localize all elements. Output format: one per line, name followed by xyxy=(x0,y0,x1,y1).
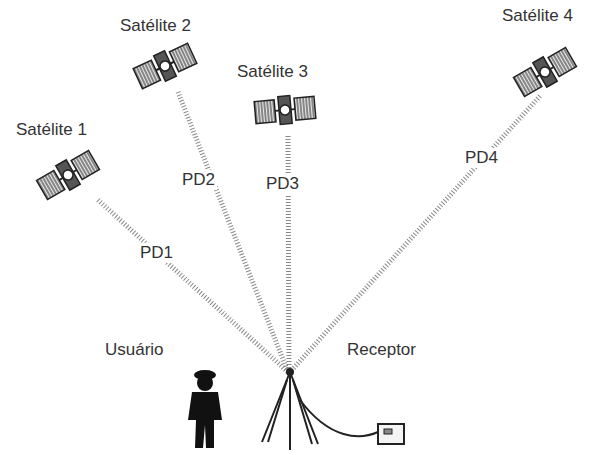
distance-label: PD1 xyxy=(138,243,175,263)
satellite-icon xyxy=(512,45,578,99)
distance-label: PD3 xyxy=(264,174,301,194)
distance-label: PD2 xyxy=(180,170,217,190)
satellite-icon xyxy=(35,148,101,202)
distance-label: PD4 xyxy=(463,148,500,168)
text-label: Satélite 4 xyxy=(500,6,575,26)
user-figure xyxy=(188,370,222,448)
receiver-tripod xyxy=(262,372,404,450)
text-label: Satélite 1 xyxy=(14,120,89,140)
text-label: Receptor xyxy=(345,340,418,360)
text-label: Satélite 2 xyxy=(118,16,193,36)
text-label: Satélite 3 xyxy=(235,62,310,82)
satellite-icon xyxy=(132,41,198,92)
receiver-antenna xyxy=(286,368,294,376)
text-label: Usuário xyxy=(103,340,166,360)
signal-rays xyxy=(98,92,540,372)
satellite-icon xyxy=(254,93,316,126)
